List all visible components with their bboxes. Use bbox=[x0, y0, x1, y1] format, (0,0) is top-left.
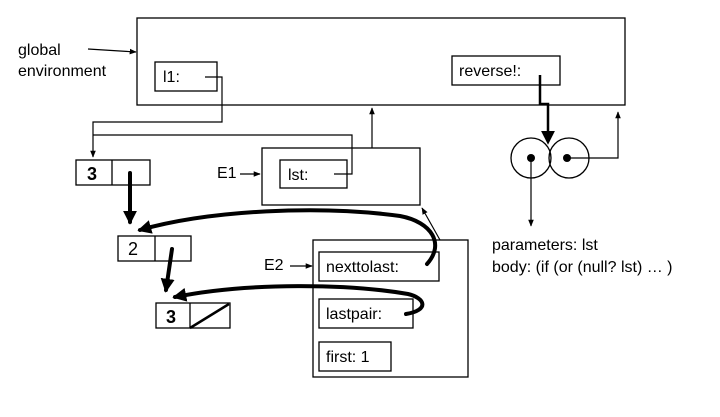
binding-reverse-label: reverse!: bbox=[459, 63, 521, 80]
pair-1-box bbox=[75, 159, 151, 186]
pair-3-car: 3 bbox=[166, 307, 176, 327]
frame-e2-box bbox=[312, 239, 469, 378]
nexttolast-pointer-arrow bbox=[137, 208, 438, 266]
binding-reverse-box bbox=[451, 55, 561, 86]
lastpair-pointer-arrow bbox=[172, 284, 425, 316]
pair-3-box bbox=[155, 302, 231, 329]
global-environment: global environment l1: reverse!: bbox=[18, 17, 626, 106]
frame-e2: E2 nexttolast: lastpair: first: 1 bbox=[264, 239, 469, 378]
frame-e2-label: E2 bbox=[264, 257, 284, 274]
frame-e1-box bbox=[261, 147, 421, 206]
e2-parent-arrow bbox=[421, 207, 441, 241]
procedure-parameters: parameters: lst bbox=[492, 237, 598, 254]
binding-nexttolast-box bbox=[318, 251, 440, 282]
procedure-object bbox=[510, 137, 590, 179]
procedure-body: body: (if (or (null? lst) … ) bbox=[492, 259, 672, 276]
pair-2-car: 2 bbox=[128, 239, 138, 259]
pair-3: 3 bbox=[155, 302, 231, 330]
binding-first-box bbox=[318, 341, 392, 372]
binding-nexttolast-label: nexttolast: bbox=[326, 259, 399, 276]
lst-pointer-line bbox=[93, 134, 353, 175]
l1-pointer-arrow bbox=[90, 76, 223, 158]
pair-3-null-slash bbox=[189, 302, 230, 330]
binding-lst-label: lst: bbox=[288, 167, 308, 184]
frame-e1-label: E1 bbox=[217, 165, 237, 182]
procedure-code-dot bbox=[527, 154, 535, 162]
global-label-arrow bbox=[87, 48, 137, 55]
procedure-env-arrow bbox=[569, 111, 621, 159]
pair-2: 2 bbox=[117, 235, 192, 262]
binding-l1-label: l1: bbox=[163, 69, 180, 86]
global-label-line1: global bbox=[18, 42, 61, 59]
global-frame-box bbox=[136, 17, 626, 106]
reverse-pointer-arrow bbox=[538, 75, 555, 145]
global-label-line2: environment bbox=[18, 63, 107, 80]
procedure-env-dot bbox=[563, 154, 571, 162]
pair-1: 3 bbox=[75, 159, 151, 186]
binding-lastpair-label: lastpair: bbox=[326, 306, 382, 323]
binding-first-label: first: 1 bbox=[326, 349, 370, 366]
pair-1-car: 3 bbox=[87, 164, 97, 184]
pair-2-cdr-arrow bbox=[160, 247, 175, 293]
frame-e1: E1 lst: bbox=[217, 147, 421, 206]
